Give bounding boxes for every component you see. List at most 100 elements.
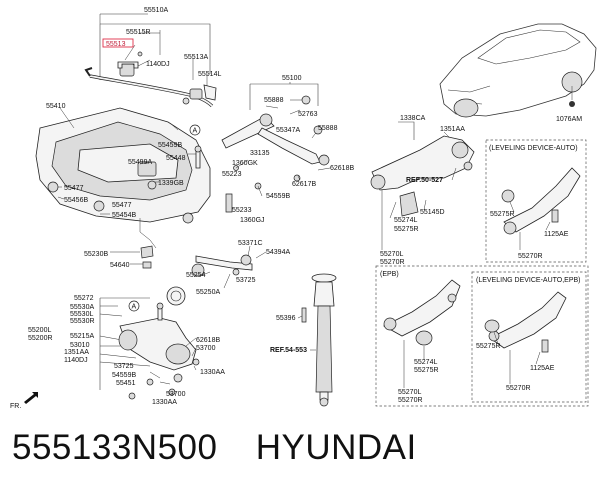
box-leveling-auto-epb: (LEVELING DEVICE-AUTO,EPB) 55275R 1125AE… [471, 271, 587, 403]
label-54559B: 54559B [266, 193, 290, 200]
lateral-arm-lower [257, 127, 321, 165]
shock-absorber-group: 55396 REF.54-553 [270, 273, 337, 407]
knuckle-group: 1338CA 1351AA REF.50-527 55145D 55274L 5… [370, 115, 475, 266]
label-55347A: 55347A [276, 127, 300, 134]
shock-absorber-body [315, 305, 333, 393]
stabilizer-clamp [117, 61, 139, 69]
label-55145D: 55145D [420, 209, 445, 216]
label-55410: 55410 [46, 103, 66, 110]
label-55270L-epb: 55270L [398, 389, 421, 396]
lower-arm-group: 55272 55530A 55530L 55530R 55200L 55200R… [28, 286, 225, 406]
label-55477-left: 55477 [64, 185, 84, 192]
arms-group: 55100 55888 52763 55347A 55888 33135 136… [128, 75, 354, 312]
label-55233: 55233 [232, 207, 252, 214]
label-53371C: 53371C [238, 240, 263, 247]
label-55223: 55223 [222, 171, 242, 178]
label-55448: 55448 [166, 155, 186, 162]
label-55499A: 55499A [128, 159, 152, 166]
knuckle-epb [383, 279, 461, 337]
label-53700: 53700 [196, 345, 216, 352]
knuckle-leveling-auto [503, 167, 581, 233]
label-ref-50-527: REF.50-527 [406, 177, 443, 184]
label-55514L: 55514L [198, 71, 221, 78]
spring-seat-55272 [166, 286, 186, 306]
stabilizer-bar-group: 55510A 55515R 55513 1140DJ 55513A 55514L [84, 7, 221, 108]
label-1351AA-lower: 1351AA [64, 349, 89, 356]
label-55100: 55100 [282, 75, 302, 82]
label-1125AE-auto-epb: 1125AE [530, 365, 555, 372]
label-55530A: 55530A [70, 304, 94, 311]
label-1351AA: 1351AA [440, 126, 465, 133]
label-55274L-epb: 55274L [414, 359, 437, 366]
label-53010: 53010 [70, 342, 90, 349]
caption-brand: HYUNDAI [255, 428, 417, 467]
label-ref-54-553: REF.54-553 [270, 347, 307, 354]
label-1338CA: 1338CA [400, 115, 426, 122]
label-1339GB: 1339GB [158, 180, 184, 187]
label-55477-right: 55477 [112, 202, 132, 209]
label-1330AA-lower: 1330AA [152, 399, 177, 406]
label-55510A: 55510A [144, 7, 168, 14]
label-55254: 55254 [186, 272, 206, 279]
label-52763: 52763 [298, 111, 318, 118]
label-55515R: 55515R [126, 29, 151, 36]
label-55275R-auto-epb: 55275R [476, 343, 501, 350]
label-55250A: 55250A [196, 289, 220, 296]
box-leveling-auto: (LEVELING DEVICE-AUTO) 55275R 1125AE 552… [485, 139, 587, 263]
label-62617B: 62617B [292, 181, 316, 188]
label-54640: 54640 [110, 262, 130, 269]
label-55270R-epb: 55270R [398, 397, 423, 404]
label-55215A: 55215A [70, 333, 94, 340]
label-leveling-auto-epb: (LEVELING DEVICE-AUTO,EPB) [476, 277, 581, 284]
label-55451: 55451 [116, 380, 136, 387]
front-direction-indicator: FR. [10, 392, 38, 410]
shock-absorber-top [313, 281, 335, 307]
highlight-box-55513 [102, 38, 134, 48]
label-55275R-auto: 55275R [490, 211, 515, 218]
label-55270R-auto: 55270R [518, 253, 543, 260]
label-55888-left: 55888 [264, 97, 284, 104]
arrow-icon [24, 392, 38, 404]
label-53725-lower: 53725 [114, 363, 134, 370]
label-1360GJ: 1360GJ [240, 217, 265, 224]
label-55530R: 55530R [70, 318, 95, 325]
label-epb: (EPB) [380, 271, 399, 278]
label-55275R: 55275R [394, 226, 419, 233]
label-55513: 55513 [106, 41, 126, 48]
part-caption: 555133N500 HYUNDAI [12, 428, 417, 472]
label-55270L: 55270L [380, 251, 403, 258]
label-55270R: 55270R [380, 259, 405, 266]
label-55513A: 55513A [184, 54, 208, 61]
label-33135: 33135 [250, 150, 270, 157]
label-53700-lower: 53700 [166, 391, 186, 398]
label-55200R: 55200R [28, 335, 53, 342]
ref-circle-a-bottom: A [132, 304, 137, 311]
label-55200L: 55200L [28, 327, 51, 334]
label-55274L: 55274L [394, 217, 417, 224]
label-54559B-lower: 54559B [112, 372, 136, 379]
label-1076AM: 1076AM [556, 116, 582, 123]
label-55272: 55272 [74, 295, 94, 302]
bracket-frame-55510A [99, 23, 211, 80]
knuckle-leveling-auto-epb [489, 291, 567, 349]
car-silhouette: 1076AM [439, 23, 597, 123]
box-epb: (EPB) 55274L 55275R 55270L 55270R [375, 265, 589, 407]
label-1140DJ: 1140DJ [146, 61, 170, 68]
label-fr: FR. [10, 403, 21, 410]
toe-link-55250A [195, 255, 253, 271]
label-55454B: 55454B [112, 212, 136, 219]
label-62618B: 62618B [330, 165, 354, 172]
label-1360GK: 1360GK [232, 160, 258, 167]
label-53725: 53725 [236, 277, 256, 284]
label-54394A: 54394A [266, 249, 290, 256]
label-1330AA: 1330AA [200, 369, 225, 376]
label-55888-right: 55888 [318, 125, 338, 132]
label-55456B: 55456B [64, 197, 88, 204]
ref-circle-a-top: A [193, 128, 198, 135]
subframe-group: A 55410 55459B 55448 55499A 1339GB 55477… [35, 103, 211, 269]
label-1125AE-auto: 1125AE [544, 231, 569, 238]
label-62618B-lower: 62618B [196, 337, 220, 344]
label-55530L: 55530L [70, 311, 93, 318]
label-55275R-epb: 55275R [414, 367, 439, 374]
